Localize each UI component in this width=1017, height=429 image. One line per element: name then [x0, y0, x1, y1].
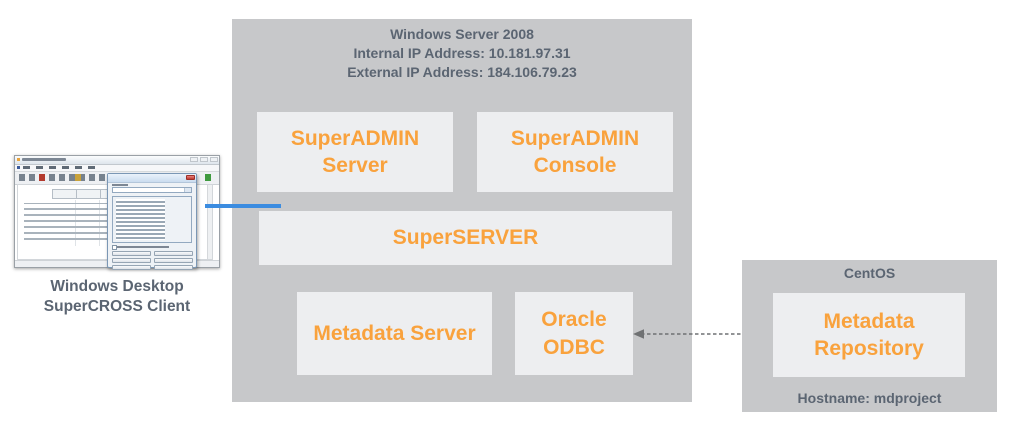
dialog-title-bar — [108, 174, 196, 183]
dialog-checkbox — [112, 245, 117, 250]
menu-bar — [15, 165, 219, 172]
metadata-repository-box: Metadata Repository — [773, 293, 965, 377]
app-icon — [17, 158, 20, 161]
dialog-button-3 — [112, 258, 151, 263]
window-title — [22, 158, 66, 161]
dialog-button-2 — [154, 251, 193, 256]
dialog-close-icon — [186, 175, 195, 180]
metadata-server-box: Metadata Server — [297, 292, 492, 375]
centos-title: CentOS — [843, 265, 896, 281]
centos-box: CentOS Metadata Repository Hostname: mdp… — [742, 260, 997, 412]
toolbar-icon-red — [39, 174, 45, 181]
toolbar-icon-yellow — [75, 174, 81, 181]
centos-hostname: Hostname: mdproject — [797, 390, 942, 406]
dialog-button-1 — [112, 251, 151, 256]
superadmin-console-box: SuperADMIN Console — [477, 112, 673, 192]
dialog-checkbox-label — [117, 246, 169, 248]
server-title: Windows Server 2008 — [390, 26, 534, 42]
toolbar-icon-green — [205, 174, 211, 181]
dialog-listbox — [112, 196, 192, 243]
client-caption: Windows Desktop SuperCROSS Client — [43, 278, 191, 315]
arrowhead-left-icon — [633, 329, 644, 339]
dialog-button-5 — [112, 265, 151, 270]
close-icon — [210, 157, 218, 162]
chevron-down-icon — [184, 188, 191, 192]
fields-dialog — [107, 173, 281, 270]
toolbar-icons — [19, 174, 179, 181]
vertical-scrollbar — [207, 185, 212, 259]
oracle-odbc-box: Oracle ODBC — [515, 292, 633, 375]
dialog-buttons — [112, 251, 193, 270]
window-title-bar — [15, 156, 219, 165]
supercross-client-screenshot — [14, 155, 281, 270]
server-box-header: Windows Server 2008 Internal IP Address:… — [232, 19, 692, 82]
windows-server-box: Windows Server 2008 Internal IP Address:… — [232, 19, 692, 402]
maximize-icon — [200, 157, 208, 162]
superadmin-server-box: SuperADMIN Server — [257, 112, 453, 192]
superserver-box: SuperSERVER — [259, 211, 672, 265]
server-internal-ip: Internal IP Address: 10.181.97.31 — [353, 45, 571, 61]
menu-bar-items — [23, 166, 95, 169]
server-external-ip: External IP Address: 184.106.79.23 — [347, 64, 577, 80]
dialog-combobox — [112, 187, 192, 193]
minimize-icon — [190, 157, 198, 162]
dialog-button-4 — [154, 258, 193, 263]
document-icon — [17, 166, 20, 169]
dialog-button-6 — [154, 265, 193, 270]
selected-list-item — [205, 204, 281, 208]
dialog-field-label — [112, 184, 128, 186]
